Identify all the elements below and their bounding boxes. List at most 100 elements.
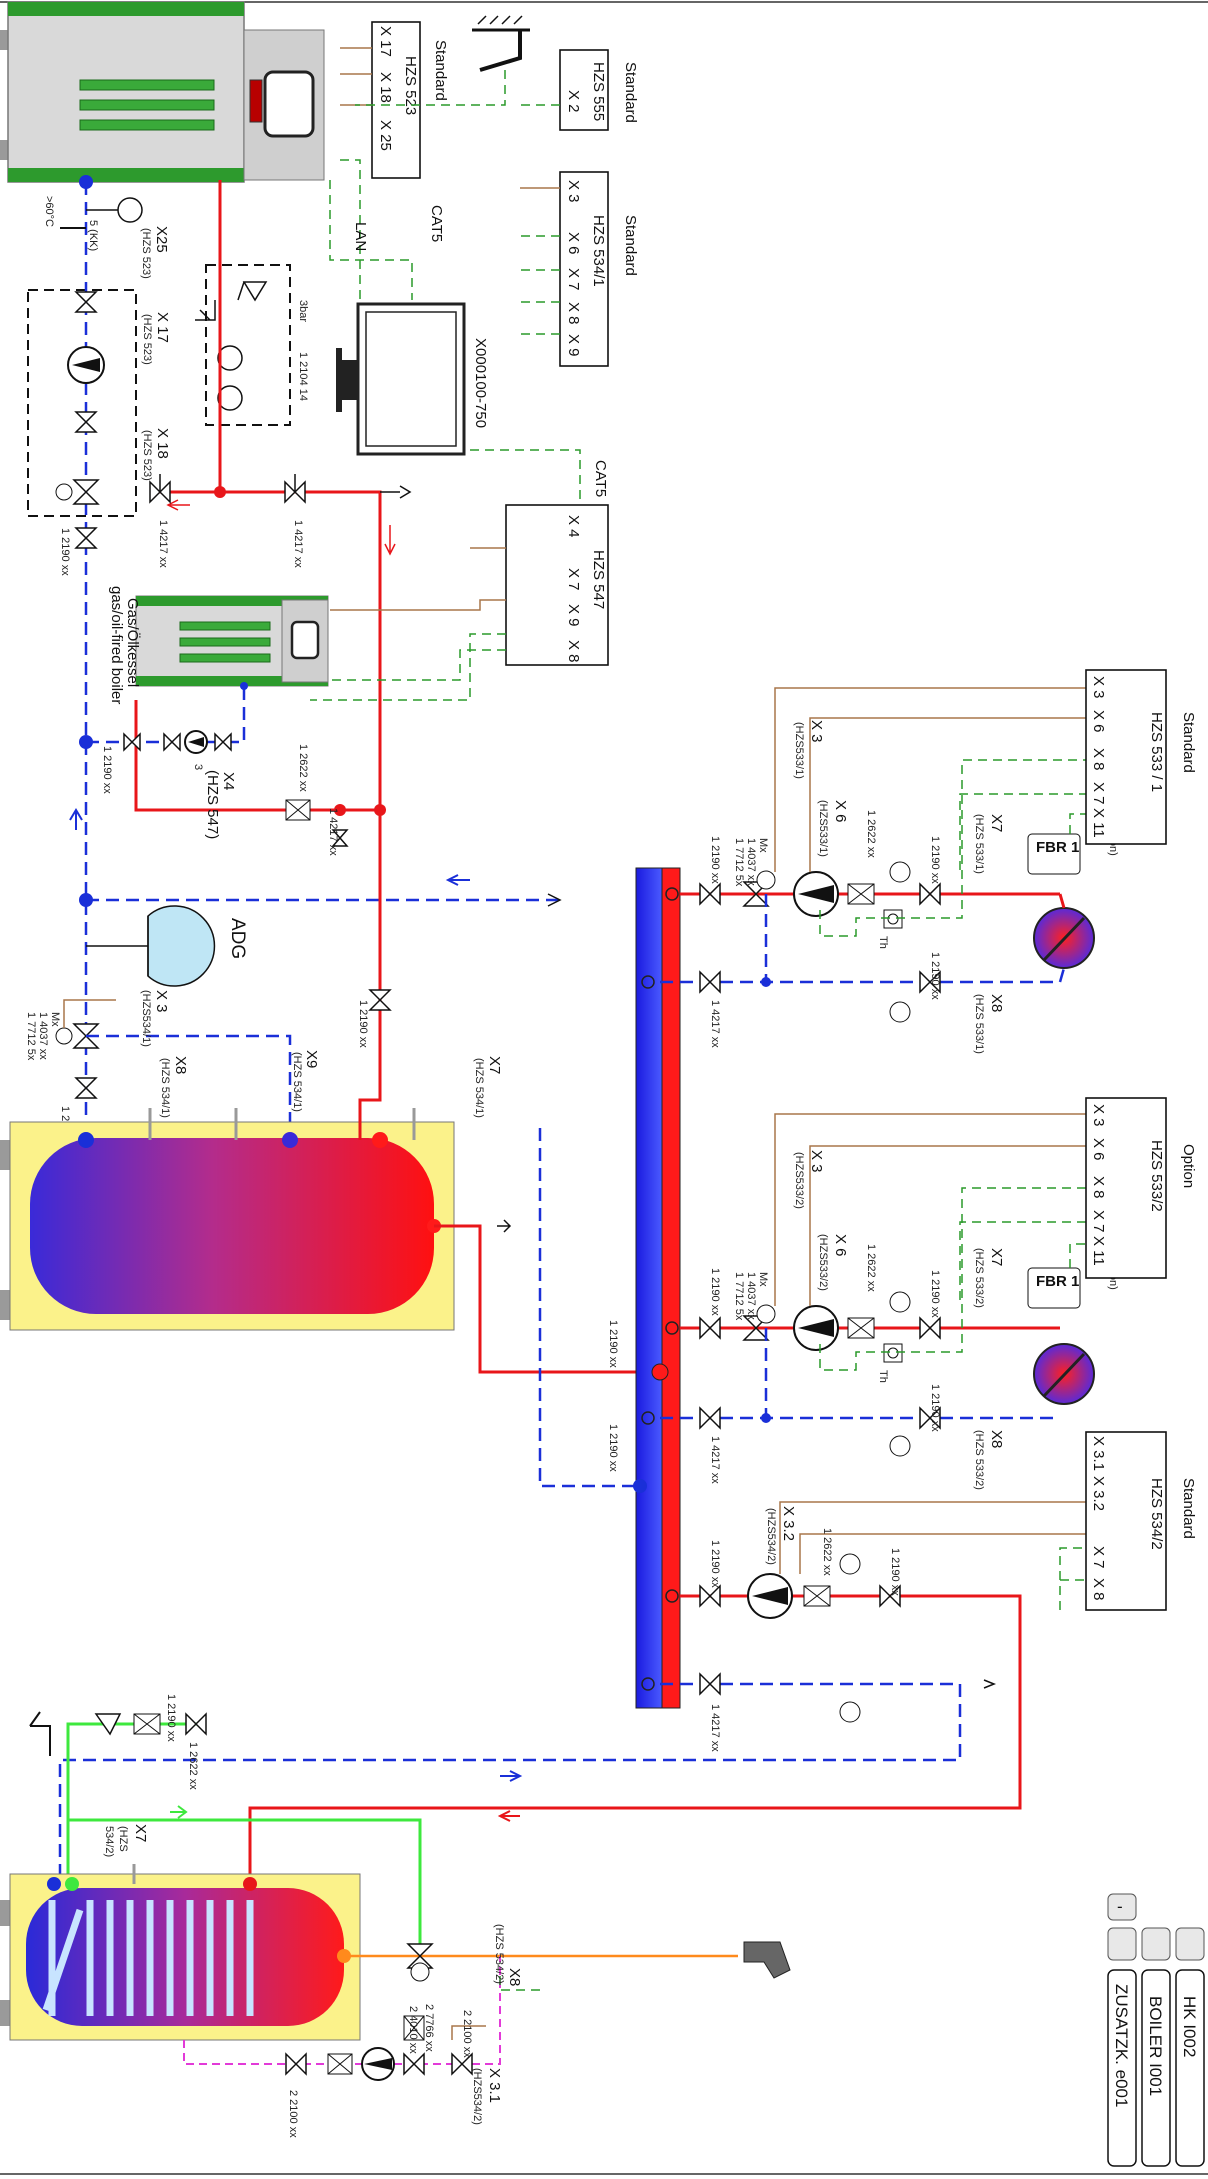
svg-text:534/2): 534/2)	[103, 1826, 115, 1857]
svg-text:Gas/Ölkessel: Gas/Ölkessel	[124, 598, 142, 687]
module-hzs-534-1: Standard HZS 534/1 X 3 X 6 X 7 X 8 X 9	[559, 171, 639, 367]
svg-text:(HZS533/2): (HZS533/2)	[793, 1152, 805, 1209]
module-hzs-547: HZS 547 X 4 X 7 X 9 X 8	[505, 504, 609, 666]
svg-text:1 2190 xx: 1 2190 xx	[607, 1424, 619, 1472]
svg-text:1 2190 xx: 1 2190 xx	[929, 836, 941, 884]
svg-text:Th: Th	[877, 936, 889, 949]
svg-text:1 2190 xx: 1 2190 xx	[59, 528, 71, 576]
svg-text:X 11: X 11	[1090, 808, 1107, 838]
svg-text:1 2622 xx: 1 2622 xx	[865, 810, 877, 858]
svg-text:(HZS533/2): (HZS533/2)	[817, 1234, 829, 1291]
svg-text:CAT5: CAT5	[428, 205, 445, 242]
svg-text:(HZS 534/1): (HZS 534/1)	[159, 1058, 171, 1118]
svg-text:HZS 533/2: HZS 533/2	[1148, 1140, 1165, 1212]
svg-text:X7: X7	[988, 1248, 1005, 1266]
manifold	[633, 867, 681, 1709]
svg-text:(HZS 523): (HZS 523)	[141, 430, 153, 481]
svg-text:Standard: Standard	[1180, 712, 1197, 773]
svg-text:X 8: X 8	[1090, 1176, 1107, 1199]
svg-text:Standard: Standard	[622, 215, 639, 276]
svg-text:HZS 533 / 1: HZS 533 / 1	[1148, 712, 1165, 792]
circulation-pump	[361, 2047, 395, 2081]
zoom-minus-button[interactable]: -	[1107, 1893, 1137, 1921]
svg-text:1 2104 14: 1 2104 14	[297, 352, 309, 401]
svg-text:ZUSATZK. e001: ZUSATZK. e001	[1112, 1984, 1131, 2107]
svg-text:Standard: Standard	[622, 62, 639, 123]
svg-text:X7: X7	[132, 1824, 149, 1842]
svg-text:1 4217 xx: 1 4217 xx	[709, 1704, 721, 1752]
svg-text:(HZS534/2): (HZS534/2)	[471, 2068, 483, 2125]
svg-text:X 3: X 3	[1090, 676, 1107, 699]
module-hzs-533-2: Option HZS 533/2 X 3 X 6 X 8 X 7 X 11	[1085, 1097, 1197, 1279]
svg-text:X 3: X 3	[1090, 1104, 1107, 1127]
nav-button-hk[interactable]: HK I002	[1175, 1969, 1205, 2167]
svg-text:X 6: X 6	[1090, 1138, 1107, 1161]
heating-circuit-2	[660, 1291, 1095, 1457]
pump-group	[27, 289, 137, 517]
svg-text:X7: X7	[988, 814, 1005, 832]
svg-text:2 7766 xx: 2 7766 xx	[423, 2004, 435, 2052]
svg-text:1 4217 xx: 1 4217 xx	[709, 1000, 721, 1048]
nav-button-zusatz[interactable]: ZUSATZK. e001	[1107, 1969, 1137, 2167]
svg-text:1 2190 xx: 1 2190 xx	[709, 1268, 721, 1316]
svg-text:X 7: X 7	[565, 568, 582, 591]
svg-text:1 2190 xx: 1 2190 xx	[929, 952, 941, 1000]
svg-text:1 4217 xx: 1 4217 xx	[157, 520, 169, 568]
valve-main-1	[149, 474, 171, 504]
module-hzs-555: Standard HZS 555 X 2	[559, 49, 639, 131]
nav-tab-1[interactable]	[1175, 1927, 1205, 1961]
svg-text:X 6: X 6	[1090, 710, 1107, 733]
buffer-tank	[0, 1121, 455, 1331]
svg-text:X000100-750: X000100-750	[472, 338, 489, 428]
svg-text:X 4: X 4	[565, 515, 582, 538]
module-hzs-533-1: Standard HZS 533 / 1 X 3 X 6 X 8 X 7 X 1…	[1085, 669, 1197, 845]
svg-text:X25: X25	[153, 226, 170, 253]
svg-text:X9: X9	[303, 1050, 320, 1068]
svg-text:5 (KK): 5 (KK)	[87, 220, 99, 251]
svg-text:X8: X8	[988, 994, 1005, 1012]
svg-text:3bar: 3bar	[297, 300, 309, 322]
dhw-thermo-mixer	[406, 1943, 434, 1982]
svg-text:X 6: X 6	[832, 800, 849, 823]
svg-text:(HZS 533/1): (HZS 533/1)	[973, 814, 985, 874]
svg-text:gas/oil-fired boiler: gas/oil-fired boiler	[108, 586, 125, 704]
svg-text:1 7712 5x: 1 7712 5x	[733, 838, 745, 887]
valve-boiler2-a	[123, 732, 141, 752]
svg-text:1 4217 xx: 1 4217 xx	[709, 1436, 721, 1484]
dhw-loading-circuit	[58, 1553, 1022, 1880]
svg-text:1 2190 xx: 1 2190 xx	[929, 1270, 941, 1318]
svg-text:1 2190 xx: 1 2190 xx	[607, 1320, 619, 1368]
nav-tab-2[interactable]	[1141, 1927, 1171, 1961]
svg-text:1 4037 xx: 1 4037 xx	[37, 1012, 49, 1060]
svg-text:X 8: X 8	[565, 302, 582, 325]
svg-text:1 2190 xx: 1 2190 xx	[929, 1384, 941, 1432]
svg-text:HZS 534/1: HZS 534/1	[590, 215, 607, 287]
nav-button-boiler[interactable]: BOILER I001	[1141, 1969, 1171, 2167]
svg-text:>60°C: >60°C	[43, 196, 55, 227]
svg-text:(HZS 534/1): (HZS 534/1)	[291, 1052, 303, 1112]
svg-text:ADG: ADG	[227, 918, 248, 959]
svg-text:Th: Th	[877, 1370, 889, 1383]
svg-text:1 7712 5x: 1 7712 5x	[733, 1272, 745, 1321]
svg-text:1 4217 xx: 1 4217 xx	[327, 808, 339, 856]
svg-text:X 3: X 3	[565, 180, 582, 203]
svg-text:X7: X7	[486, 1056, 503, 1074]
module-hzs-534-2: Standard HZS 534/2 X 3.1 X 3.2 X 7 X 8	[1085, 1431, 1197, 1611]
svg-text:X 3: X 3	[153, 990, 170, 1013]
svg-text:(HZS534/2): (HZS534/2)	[765, 1508, 777, 1565]
svg-text:X 3: X 3	[808, 1150, 825, 1173]
svg-text:Standard: Standard	[432, 40, 449, 101]
svg-text:HZS 523: HZS 523	[402, 56, 419, 115]
valve-main-2	[284, 474, 306, 504]
svg-text:X 2: X 2	[565, 90, 582, 113]
nav-tab-3[interactable]	[1107, 1927, 1137, 1961]
svg-text:X 18: X 18	[377, 72, 394, 103]
fbr-1-a: FBR 1	[1027, 833, 1081, 875]
svg-text:X 11: X 11	[1090, 1236, 1107, 1266]
svg-text:X 8: X 8	[1090, 748, 1107, 771]
svg-text:X 17: X 17	[377, 26, 394, 57]
svg-text:X 3.2: X 3.2	[1090, 1476, 1107, 1511]
svg-text:(HZS 533/1): (HZS 533/1)	[973, 994, 985, 1054]
svg-text:Option: Option	[1180, 1144, 1197, 1188]
svg-text:HK I002: HK I002	[1180, 1996, 1199, 2057]
